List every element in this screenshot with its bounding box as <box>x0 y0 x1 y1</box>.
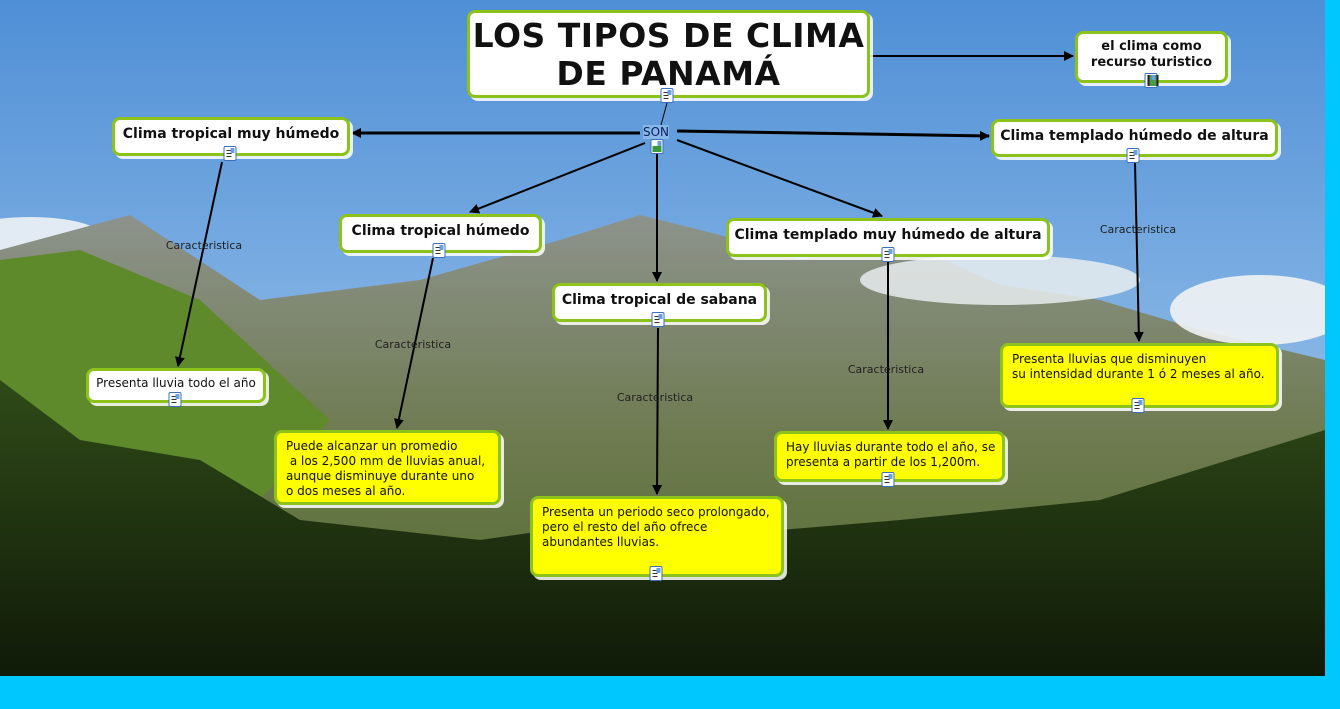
title-line-1: LOS TIPOS DE CLIMA <box>472 16 865 55</box>
document-resource-icon[interactable] <box>649 566 663 581</box>
linking-phrase-son[interactable]: SON <box>642 125 670 139</box>
image-resource-icon[interactable] <box>650 139 664 154</box>
document-resource-icon[interactable] <box>1126 148 1140 163</box>
description-tropical-muy-humedo[interactable]: Presenta lluvia todo el año <box>86 368 266 403</box>
link-son-templado-muy-humedo <box>676 139 883 218</box>
tourism-line-1: el clima como <box>1101 39 1202 54</box>
document-resource-icon[interactable] <box>432 243 446 258</box>
main-concept-title[interactable]: LOS TIPOS DE CLIMA DE PANAMÁ <box>467 10 870 98</box>
video-resource-icon[interactable] <box>1144 73 1159 88</box>
linking-phrase-caracteristica[interactable]: Caracteristica <box>847 363 925 376</box>
concept-links <box>175 51 1144 495</box>
linking-phrase-caracteristica[interactable]: Caracteristica <box>165 239 243 252</box>
link-char-c <box>652 327 663 495</box>
document-resource-icon[interactable] <box>168 392 182 407</box>
link-son-tropical-humedo <box>469 142 646 214</box>
tourism-line-2: recurso turistico <box>1090 55 1213 70</box>
description-tropical-humedo[interactable]: Puede alcanzar un promedio a los 2,500 m… <box>274 430 501 505</box>
link-char-a <box>175 161 223 367</box>
title-line-2: DE PANAMÁ <box>556 54 781 93</box>
link-char-b <box>393 257 434 429</box>
document-resource-icon[interactable] <box>223 146 237 161</box>
document-resource-icon[interactable] <box>651 312 665 327</box>
document-resource-icon[interactable] <box>1131 398 1145 413</box>
document-resource-icon[interactable] <box>881 247 895 262</box>
document-resource-icon[interactable] <box>660 88 674 103</box>
description-tropical-sabana[interactable]: Presenta un periodo seco prolongado, per… <box>530 496 784 577</box>
linking-phrase-caracteristica[interactable]: Caracteristica <box>616 391 694 404</box>
link-char-e <box>1133 162 1144 342</box>
document-resource-icon[interactable] <box>881 472 895 487</box>
linking-phrase-caracteristica[interactable]: Caracteristica <box>1099 223 1177 236</box>
link-title-son <box>660 102 668 126</box>
link-son-templado-humedo <box>676 129 990 141</box>
linking-phrase-caracteristica[interactable]: Caracteristica <box>374 338 452 351</box>
